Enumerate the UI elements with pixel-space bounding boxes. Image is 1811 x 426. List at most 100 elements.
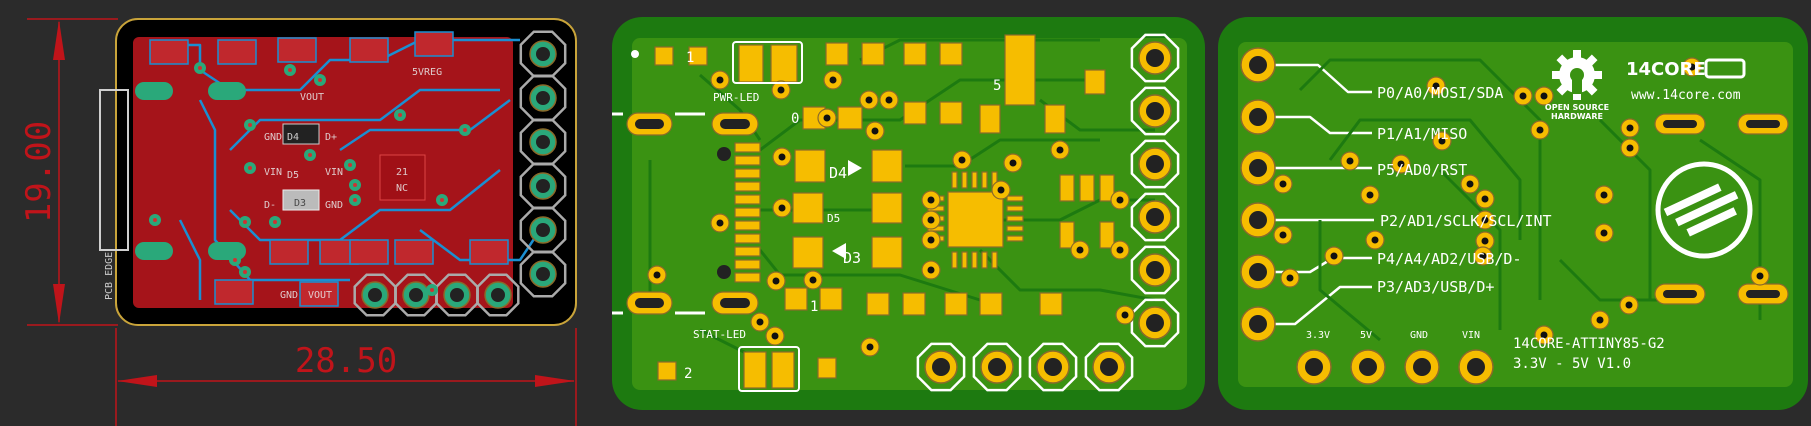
power-label-vin: VIN bbox=[1462, 330, 1480, 341]
slot-hole bbox=[720, 298, 750, 308]
drill-hole bbox=[1413, 358, 1431, 376]
layout-via-hole bbox=[233, 258, 237, 262]
smd-pad bbox=[734, 142, 761, 153]
power-label-gnd: GND bbox=[1410, 330, 1428, 341]
via-hole bbox=[778, 153, 786, 161]
drill-hole bbox=[1249, 108, 1267, 126]
arrow-down-icon bbox=[53, 284, 65, 324]
via-hole bbox=[1519, 92, 1527, 100]
smd-pad bbox=[734, 155, 761, 166]
trace bbox=[758, 249, 981, 302]
header-pin-outline bbox=[519, 250, 567, 298]
brand-url: www.14core.com bbox=[1631, 88, 1741, 103]
via-hole bbox=[823, 114, 831, 122]
smd-pad bbox=[771, 351, 795, 389]
drill-hole bbox=[1146, 102, 1164, 120]
via-hole bbox=[1756, 272, 1764, 280]
header-pin-outline bbox=[1028, 342, 1078, 392]
ic-label-line1: 21 bbox=[396, 167, 408, 178]
header-pin-outline bbox=[394, 273, 438, 317]
smd-pad bbox=[1006, 235, 1024, 242]
slot-hole bbox=[635, 298, 664, 308]
trace bbox=[978, 248, 1156, 302]
slot-hole bbox=[1663, 290, 1697, 298]
gear-icon bbox=[1552, 50, 1602, 100]
smd-pad bbox=[871, 149, 903, 183]
layout-via-hole bbox=[348, 163, 352, 167]
pad-label: D+ bbox=[325, 132, 337, 143]
via-hole bbox=[1397, 160, 1405, 168]
smd-pad bbox=[971, 251, 978, 269]
smd-pad bbox=[903, 42, 927, 66]
layout-via-hole bbox=[440, 198, 444, 202]
oshw-text-2: HARDWARE bbox=[1551, 112, 1603, 121]
smd-pad bbox=[657, 361, 677, 381]
smd-pad bbox=[770, 44, 798, 83]
arrow-right-icon bbox=[535, 375, 575, 387]
smd-pad bbox=[734, 233, 761, 244]
via-hole bbox=[829, 76, 837, 84]
smd-pad bbox=[734, 194, 761, 205]
smd-pad bbox=[951, 251, 958, 269]
layout-via-hole bbox=[243, 270, 247, 274]
layout-via-hole bbox=[463, 128, 467, 132]
layout-smd-footprint bbox=[217, 39, 257, 65]
header-pin-outline bbox=[972, 342, 1022, 392]
via-hole bbox=[1540, 92, 1548, 100]
drill-hole bbox=[536, 179, 550, 193]
via-hole bbox=[809, 276, 817, 284]
smd-pad bbox=[939, 42, 963, 66]
slot-hole bbox=[1746, 120, 1780, 128]
smd-pad bbox=[734, 259, 761, 270]
via-hole bbox=[866, 343, 874, 351]
drill-hole bbox=[932, 358, 950, 376]
drill-hole bbox=[536, 47, 550, 61]
pad-label: GND bbox=[280, 290, 298, 301]
drill-hole bbox=[1467, 358, 1485, 376]
smd-pad bbox=[688, 46, 708, 66]
smd-pad bbox=[961, 251, 968, 269]
via-hole bbox=[1279, 231, 1287, 239]
smd-pad bbox=[654, 46, 674, 66]
pin-label-p0: P0/A0/MOSI/SDA bbox=[1377, 84, 1503, 102]
smd-pad bbox=[861, 42, 885, 66]
smd-pad bbox=[1059, 221, 1075, 249]
via-hole bbox=[1432, 82, 1440, 90]
via-hole bbox=[1371, 236, 1379, 244]
round-brand-emblem-icon bbox=[1655, 161, 1753, 259]
ref-label: 1 bbox=[810, 299, 818, 315]
width-dimension-label: 28.50 bbox=[295, 341, 397, 381]
smd-pad bbox=[784, 287, 808, 311]
brand-logo: 14CORE www.14core.com bbox=[1626, 58, 1746, 103]
via-hole bbox=[716, 219, 724, 227]
via-hole bbox=[1279, 180, 1287, 188]
layout-via-hole bbox=[243, 220, 247, 224]
drill-hole bbox=[1249, 211, 1267, 229]
via-hole bbox=[1481, 216, 1489, 224]
power-label-3v3: 3.3V bbox=[1306, 330, 1330, 341]
smd-pads bbox=[612, 33, 1180, 392]
smd-pad bbox=[1099, 174, 1115, 202]
via-hole bbox=[1121, 311, 1129, 319]
smd-pad bbox=[734, 246, 761, 257]
drill-hole bbox=[1146, 261, 1164, 279]
bottom-view-board: P0/A0/MOSI/SDA P1/A1/MISO P5/AD0/RST P2/… bbox=[1218, 17, 1808, 410]
blue-trace bbox=[198, 99, 350, 282]
via-hole bbox=[1596, 316, 1604, 324]
via-hole bbox=[927, 266, 935, 274]
layout-via-hole bbox=[248, 123, 252, 127]
smd-pad bbox=[1006, 205, 1024, 212]
blue-trace bbox=[178, 219, 202, 300]
header-pin-outline bbox=[1130, 139, 1180, 189]
smd-pad bbox=[991, 251, 998, 269]
via-hole bbox=[1076, 246, 1084, 254]
pad-label: GND bbox=[325, 200, 343, 211]
diode-label-d4: D4 bbox=[287, 132, 299, 143]
via-hole bbox=[1536, 126, 1544, 134]
smd-pad bbox=[902, 292, 926, 316]
smd-pad bbox=[738, 44, 764, 83]
diode-symbol-icon bbox=[832, 243, 846, 259]
via-hole bbox=[1626, 124, 1634, 132]
drill-hole bbox=[536, 267, 550, 281]
diode-label-d4: D4 bbox=[829, 164, 847, 182]
